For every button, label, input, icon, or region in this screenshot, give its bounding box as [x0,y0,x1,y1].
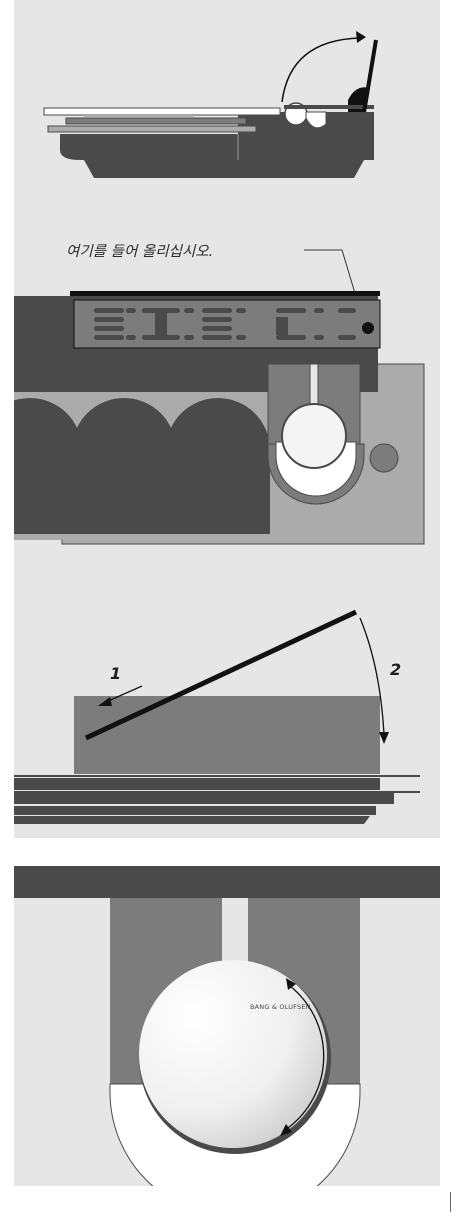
arrow-down-curved-icon [379,732,389,744]
main-body [60,134,374,160]
lift-arc-line [281,37,361,103]
arrow-left-icon [98,697,112,706]
step-2-label: 2 [390,660,402,679]
lift-point [362,322,374,334]
lid-bar [84,609,358,741]
rotate-arrows-icon [280,978,325,1136]
panel-top-view: 여기를 들어 올리십시오. [14,204,440,556]
top-bar [14,866,440,898]
raised-lid [362,39,378,113]
side-view-diagram [43,31,378,178]
brand-logo: BANG & OLUFSEN [250,1003,311,1011]
volume-knob [281,403,347,469]
insert-diagram [14,609,420,824]
panel-knob-closeup: BANG & OLUFSEN [14,866,440,1186]
top-view-diagram [14,249,425,545]
display-segments [94,308,356,340]
base-stand [84,160,364,178]
page-edge-mark [450,1192,451,1212]
volume-dial [139,960,327,1148]
cd-disc [43,107,281,116]
knob-diagram [14,866,440,1186]
display-window [73,299,381,349]
step-1-label: 1 [110,664,122,683]
arrow-up-curved-icon [356,31,366,43]
panel-insert-steps: 1 2 [14,556,440,838]
disc-plate [47,125,257,133]
disc-scallops [14,398,270,540]
disc-tray [74,696,380,774]
panel-side-view [14,0,440,204]
lift-here-caption: 여기를 들어 올리십시오. [66,244,214,260]
